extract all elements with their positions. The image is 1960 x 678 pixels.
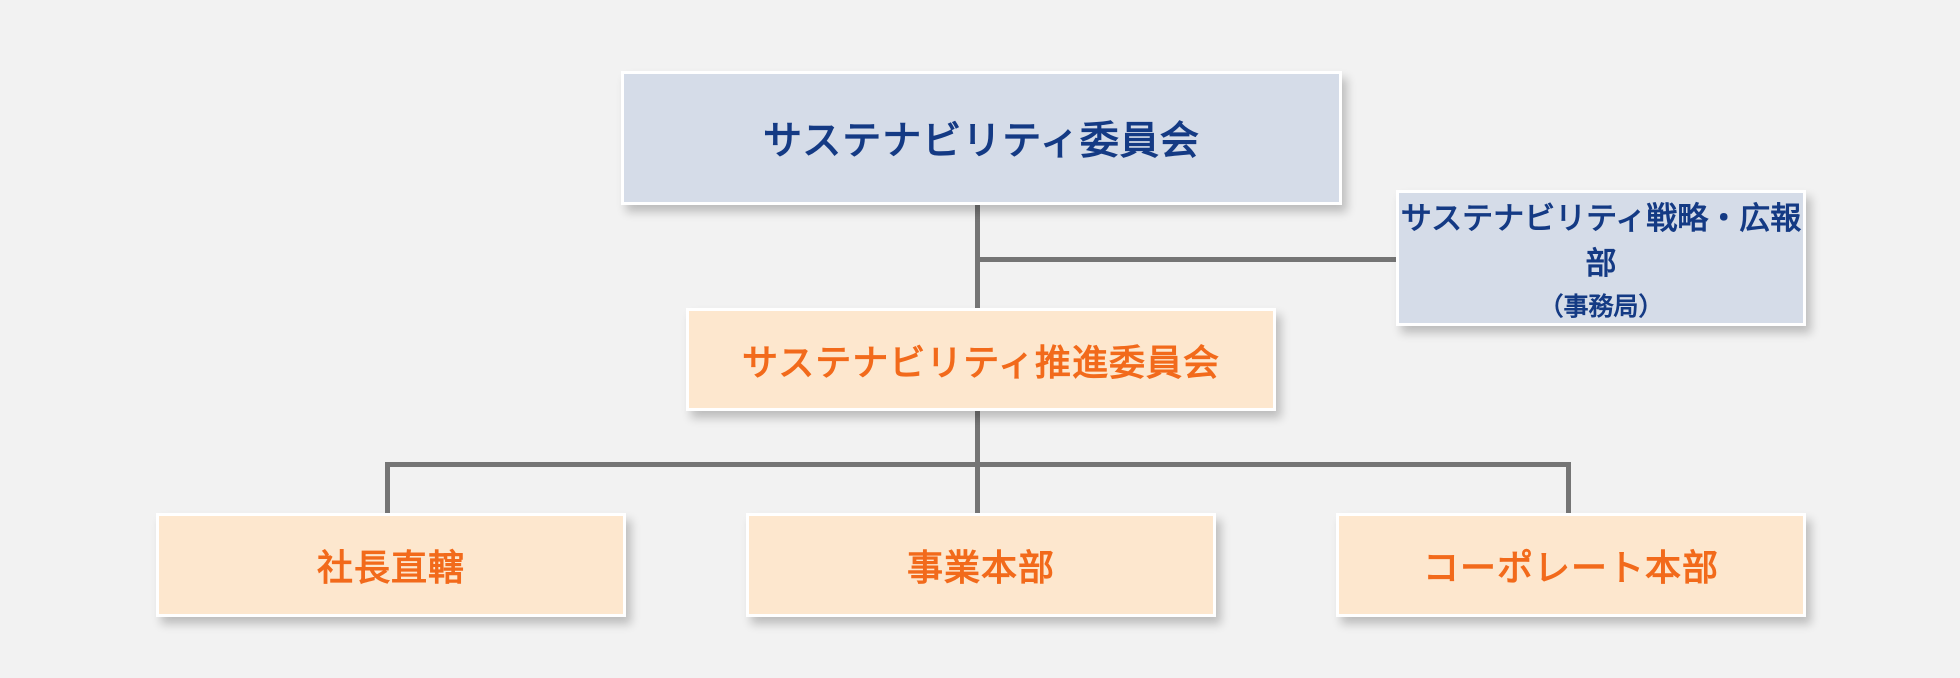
sustainability-committee-box: サステナビリティ委員会: [621, 71, 1342, 205]
unit-box-corporate: コーポレート本部: [1336, 513, 1806, 617]
connector-units-horizontal: [385, 462, 1571, 467]
secretariat-sublabel: （事務局）: [1538, 292, 1664, 321]
promotion-committee-label: サステナビリティ推進委員会: [741, 342, 1221, 384]
unit-label-president: 社長直轄: [316, 548, 465, 589]
connector-unit-right: [1566, 462, 1571, 516]
unit-box-president: 社長直轄: [156, 513, 626, 617]
unit-label-business: 事業本部: [906, 548, 1055, 589]
promotion-committee-box: サステナビリティ推進委員会: [686, 308, 1276, 411]
secretariat-box: サステナビリティ戦略・広報部 （事務局）: [1396, 190, 1806, 326]
unit-label-corporate: コーポレート本部: [1422, 548, 1719, 589]
connector-secretariat-branch: [975, 257, 1397, 262]
unit-box-business: 事業本部: [746, 513, 1216, 617]
secretariat-label: サステナビリティ戦略・広報部: [1400, 201, 1802, 282]
sustainability-committee-label: サステナビリティ委員会: [763, 119, 1200, 164]
connector-trunk-top: [975, 202, 980, 310]
connector-unit-left: [385, 462, 390, 516]
